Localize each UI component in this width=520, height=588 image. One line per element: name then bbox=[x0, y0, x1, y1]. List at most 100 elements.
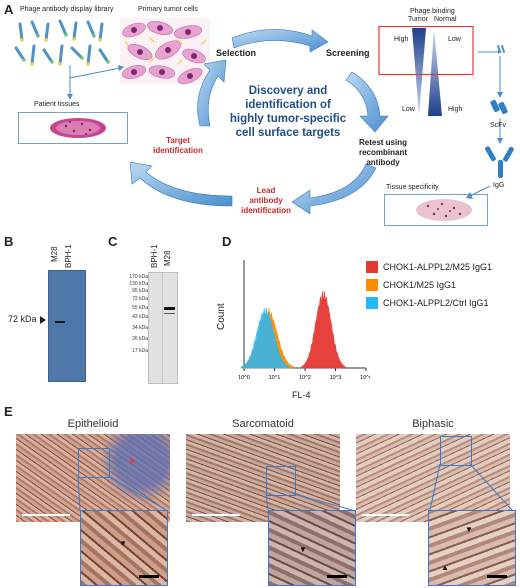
histogram-tick-label: 10^0 bbox=[238, 375, 250, 381]
panel-c-ladder: 170 kDa 130 kDa 95 kDa 72 kDa 55 kDa 43 … bbox=[118, 272, 148, 382]
histogram-series-3 bbox=[240, 308, 290, 369]
epithelioid-zoom-inset: ▼ bbox=[80, 510, 168, 586]
legend-text-3: CHOK1-ALPPL2/Ctrl IgG1 bbox=[383, 298, 489, 308]
ihc-epithelioid-image: ➤ bbox=[16, 434, 170, 522]
histogram-legend: CHOK1-ALPPL2/M25 IgG1 CHOK1/M25 IgG1 CHO… bbox=[366, 258, 520, 312]
sarcomatoid-inset-scale-bar bbox=[327, 575, 347, 578]
center-title-line3: highly tumor-specific bbox=[229, 113, 347, 125]
ladder-72: 72 kDa bbox=[132, 296, 148, 303]
high-left-label: High bbox=[394, 36, 409, 43]
panel-b-blot bbox=[48, 270, 86, 382]
patient-tissues-label: Patient tissues bbox=[34, 101, 80, 108]
sarcomatoid-zoom-inset: ▼ bbox=[268, 510, 356, 586]
epithelioid-zoom-box bbox=[78, 448, 110, 478]
lead-line2: antibody bbox=[249, 196, 283, 205]
lead-line3: identification bbox=[241, 206, 291, 215]
epithelioid-inset-scale-bar bbox=[139, 575, 159, 578]
legend-text-2: CHOK1/M25 IgG1 bbox=[383, 280, 457, 290]
panel-b-marker: 72 kDa bbox=[8, 314, 37, 324]
phage-binding-label: Phage binding bbox=[410, 8, 455, 15]
legend-text-1: CHOK1-ALPPL2/M25 IgG1 bbox=[383, 262, 493, 272]
high-right-label: High bbox=[448, 106, 463, 113]
histogram-tick-label: 10^3 bbox=[330, 375, 342, 381]
igg-label: IgG bbox=[493, 182, 505, 189]
ihc-title-sarcomatoid: Sarcomatoid bbox=[232, 418, 294, 430]
histogram-tick-label: 10^1 bbox=[269, 375, 281, 381]
target-id-line1: Target bbox=[166, 136, 190, 145]
scfv-igg-illustration bbox=[478, 40, 518, 200]
panel-c-label: C bbox=[108, 234, 118, 249]
panel-c-lane1: BPH-1 bbox=[150, 244, 159, 268]
selection-label: Selection bbox=[216, 48, 257, 58]
ladder-130: 130 kDa bbox=[129, 280, 148, 287]
panel-c-divider bbox=[162, 273, 163, 383]
phage-library-illustration bbox=[12, 18, 112, 74]
ihc-title-biphasic: Biphasic bbox=[412, 418, 454, 430]
center-title-line4: cell surface targets bbox=[235, 127, 341, 139]
ihc-title-epithelioid: Epithelioid bbox=[67, 418, 119, 430]
retest-line1: Retest using bbox=[358, 138, 407, 147]
patient-tissue-slide bbox=[18, 112, 128, 144]
low-left-label: Low bbox=[402, 106, 415, 113]
histogram-tick-label: 10^2 bbox=[299, 375, 311, 381]
ladder-170: 170 kDa bbox=[129, 274, 148, 280]
panel-c-blot bbox=[148, 272, 178, 384]
panel-c-lane2: M28 bbox=[163, 250, 172, 266]
sarcomatoid-scale-bar bbox=[192, 514, 240, 516]
primary-cells-label: Primary tumor cells bbox=[138, 6, 198, 13]
center-title-line1: Discovery and bbox=[248, 85, 328, 97]
histogram-xlabel: FL-4 bbox=[292, 390, 311, 400]
legend-item-1: CHOK1-ALPPL2/M25 IgG1 bbox=[366, 258, 520, 276]
ihc-sarcomatoid-image bbox=[186, 434, 340, 522]
epithelioid-inset-arrow: ▼ bbox=[119, 539, 127, 548]
legend-swatch-2 bbox=[366, 279, 378, 291]
center-title: Discovery and identification of highly t… bbox=[218, 84, 358, 140]
ladder-26: 26 kDa bbox=[132, 335, 148, 342]
flow-histogram-svg: 10^0 10^1 10^2 10^3 10^4 bbox=[238, 260, 370, 381]
panel-e-label: E bbox=[4, 404, 13, 419]
low-right-label: Low bbox=[448, 36, 461, 43]
retest-label: Retest using recombinant antibody bbox=[348, 138, 418, 168]
epithelioid-red-arrow: ➤ bbox=[128, 456, 137, 467]
screening-label: Screening bbox=[326, 48, 370, 58]
ladder-55: 55 kDa bbox=[132, 305, 148, 312]
legend-item-3: CHOK1-ALPPL2/Ctrl IgG1 bbox=[366, 294, 520, 312]
panel-d-label: D bbox=[222, 234, 232, 249]
target-id-line2: identification bbox=[153, 146, 203, 155]
flow-histogram: 10^0 10^1 10^2 10^3 10^4 bbox=[236, 256, 370, 386]
biphasic-zoom-inset: ▼ ▲ bbox=[428, 510, 516, 586]
panel-c-band-secondary bbox=[164, 313, 175, 314]
tissue-specificity-label: Tissue specificity bbox=[386, 184, 439, 191]
normal-label: Normal bbox=[434, 16, 457, 23]
histogram-ylabel: Count bbox=[216, 303, 227, 330]
ladder-34: 34 kDa bbox=[132, 324, 148, 331]
phage-binding-box bbox=[378, 26, 474, 118]
retest-line3: antibody bbox=[366, 158, 400, 167]
sarcomatoid-zoom-box bbox=[266, 466, 296, 496]
biphasic-zoom-box bbox=[440, 436, 472, 466]
biphasic-inset-arrow-1: ▼ bbox=[465, 525, 473, 534]
panel-b-lane1: M28 bbox=[50, 246, 59, 262]
ladder-43: 43 kDa bbox=[132, 313, 148, 320]
tissue-specificity-slide bbox=[384, 194, 488, 226]
panel-c-band-main bbox=[164, 307, 175, 310]
panel-b-band bbox=[55, 321, 65, 323]
panel-b-lane2: BPH-1 bbox=[64, 244, 73, 268]
ihc-biphasic-image bbox=[356, 434, 510, 522]
legend-swatch-1 bbox=[366, 261, 378, 273]
center-title-line2: identification of bbox=[245, 99, 331, 111]
histogram-tick-label: 10^4 bbox=[360, 375, 370, 381]
tissue-to-lead-arrow bbox=[330, 180, 520, 220]
legend-item-2: CHOK1/M25 IgG1 bbox=[366, 276, 520, 294]
library-label: Phage antibody display library bbox=[20, 6, 114, 13]
histogram-series-1 bbox=[301, 290, 346, 369]
panel-b-label: B bbox=[4, 234, 14, 249]
sarcomatoid-inset-arrow: ▼ bbox=[299, 545, 307, 554]
biphasic-inset-scale-bar bbox=[487, 575, 507, 578]
retest-line2: recombinant bbox=[358, 148, 407, 157]
primary-tumor-cells-illustration bbox=[120, 18, 210, 84]
epithelioid-scale-bar bbox=[22, 514, 70, 516]
ladder-95: 95 kDa bbox=[132, 287, 148, 294]
target-identification-label: Target identification bbox=[148, 136, 208, 156]
workflow-connector-arrows bbox=[60, 60, 140, 120]
